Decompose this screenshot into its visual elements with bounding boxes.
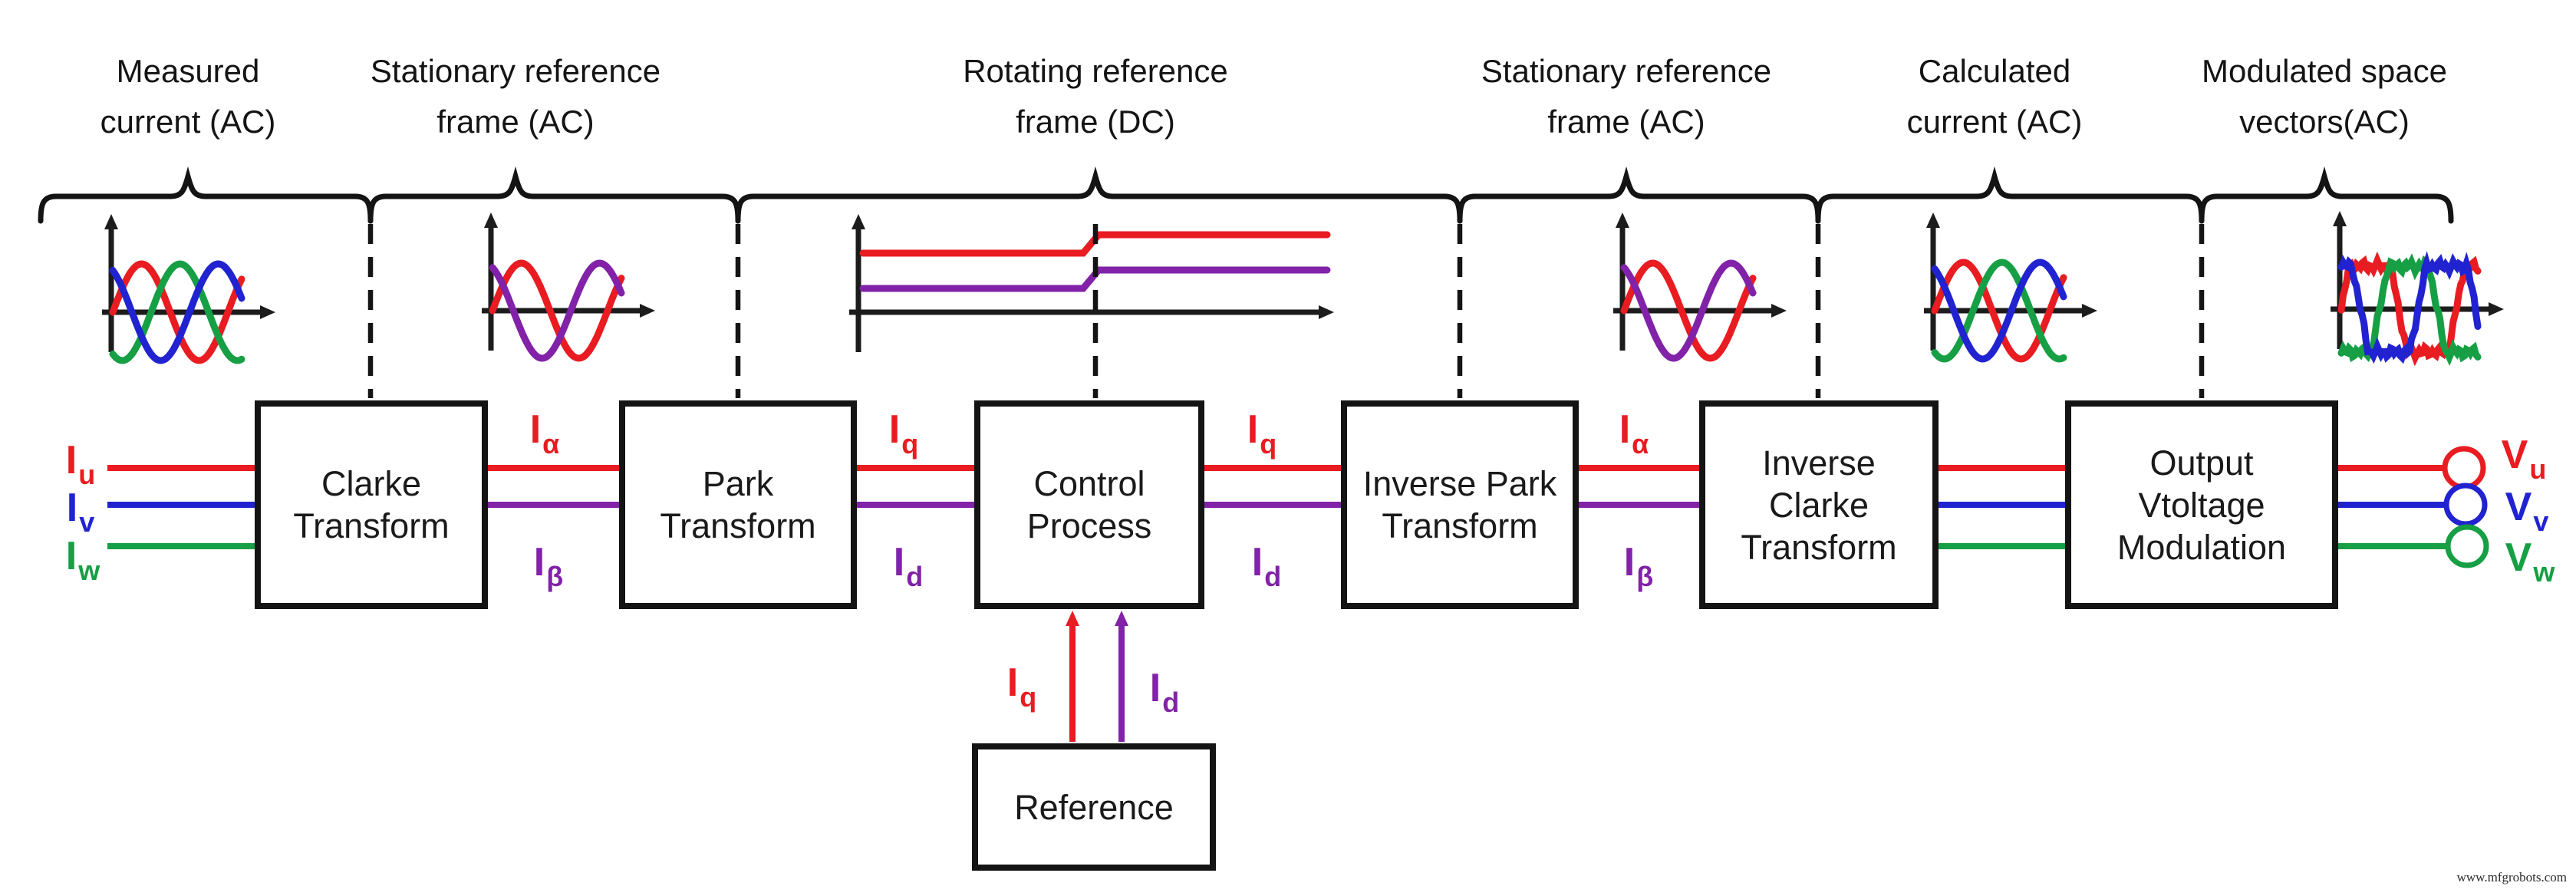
block-reference: Reference [972, 743, 1216, 871]
signal-wires [107, 465, 2447, 549]
reference-arrows [1066, 611, 1128, 742]
wave-v-blue [1931, 259, 2067, 363]
arrowhead-id [1115, 611, 1128, 626]
chart-rotating-dc [849, 214, 1334, 352]
region-braces [38, 166, 2454, 224]
terminal-vu [2442, 446, 2486, 490]
brace-stationary-frame-2 [1457, 166, 1821, 224]
dashed-separators [367, 224, 2205, 398]
label-ialpha: Iα [529, 407, 560, 460]
label-iq-in: Iq [888, 407, 919, 460]
terminal-vw [2445, 524, 2489, 568]
label-ibeta-2: Iβ [1623, 540, 1654, 592]
label-vw: Vw [2505, 535, 2555, 588]
brace-calculated-current [1815, 166, 2205, 224]
wave-u-red [109, 260, 245, 364]
dc-level-d-purple [859, 266, 1331, 292]
brace-modulated-vectors [2199, 166, 2454, 224]
label-iu: Iu [65, 438, 96, 490]
wave-alpha-red [1620, 259, 1757, 362]
wave-beta-purple [489, 259, 625, 362]
wave-v-blue [109, 260, 245, 364]
watermark: www.mfgrobots.com [2456, 870, 2567, 884]
label-iw: Iw [65, 534, 100, 586]
wave-u-red [1931, 259, 2067, 363]
wave-v-blue-noisy [2337, 251, 2482, 364]
brace-stationary-frame [367, 166, 741, 224]
brace-measured-current [38, 166, 374, 224]
label-id-in: Id [893, 540, 924, 592]
label-iq-reference: Iq [1006, 660, 1037, 713]
label-id-reference: Id [1149, 666, 1180, 718]
brace-rotating-frame [735, 166, 1463, 224]
label-iq-out: Iq [1247, 407, 1277, 460]
label-ibeta: Iβ [533, 540, 564, 592]
dc-level-q-red [859, 231, 1331, 257]
wave-alpha-red [489, 259, 625, 362]
chart-measured-current [102, 214, 275, 364]
label-ialpha-2: Iα [1619, 407, 1649, 460]
chart-modulated-vectors [2331, 211, 2504, 367]
label-id-out: Id [1251, 540, 1282, 592]
label-vu: Vu [2501, 433, 2547, 485]
chart-stationary-alpha-beta [482, 212, 655, 362]
label-iv: Iv [66, 486, 95, 538]
output-terminals [2442, 446, 2489, 568]
chart-calculated-current [1924, 212, 2097, 363]
terminal-vv [2443, 483, 2488, 527]
wave-w-green [1931, 259, 2067, 363]
wave-w-green [109, 260, 245, 364]
chart-stationary-alpha-beta-2 [1613, 212, 1787, 362]
label-vv: Vv [2505, 485, 2549, 537]
wave-beta-purple [1620, 259, 1757, 362]
arrowhead-iq [1066, 611, 1079, 626]
